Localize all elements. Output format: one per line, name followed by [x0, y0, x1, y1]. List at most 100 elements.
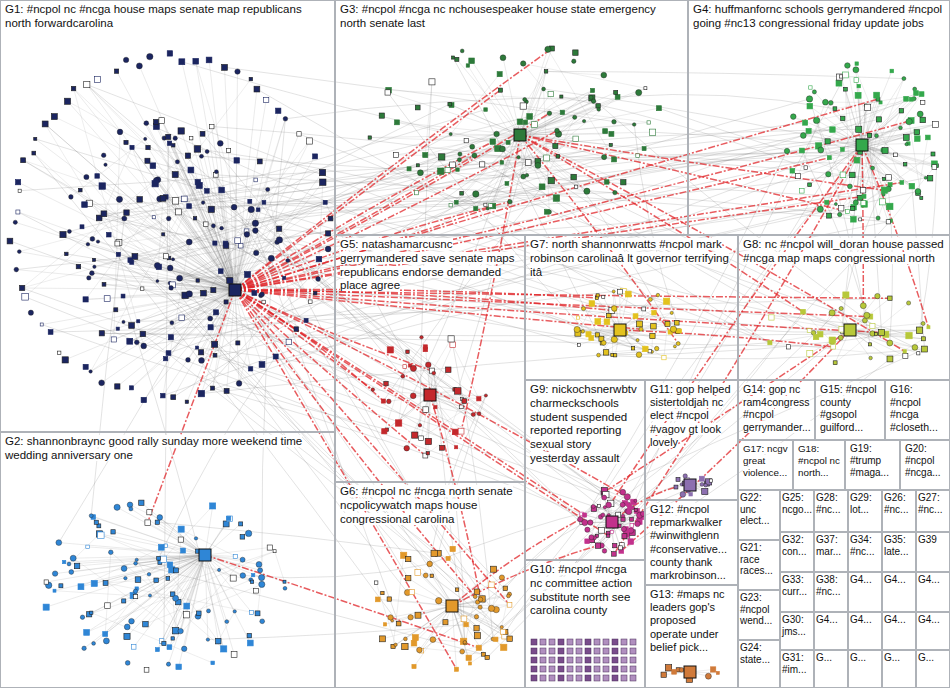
vertex-icon — [227, 148, 231, 152]
cross-edge — [102, 333, 833, 347]
vertex-icon — [221, 646, 227, 652]
vertex-icon — [829, 337, 836, 344]
vertex-dot — [907, 301, 911, 305]
edge-line — [111, 552, 224, 649]
vertex-icon — [65, 252, 69, 256]
vertex-icon — [651, 324, 657, 330]
vertex-icon — [497, 72, 502, 77]
vertex-icon — [127, 338, 133, 344]
vertex-icon — [637, 321, 643, 327]
vertex-icon — [415, 612, 421, 618]
vertex-dot — [602, 549, 607, 554]
vertex-icon — [80, 225, 84, 229]
vertex-dot — [136, 63, 142, 69]
vertex-icon — [319, 169, 325, 175]
vertex-icon — [323, 200, 327, 204]
edge-line — [157, 615, 186, 650]
vertex-icon — [605, 180, 610, 185]
vertex-icon — [86, 545, 90, 549]
vertex-dot — [207, 609, 211, 613]
vertex-dot — [670, 326, 676, 332]
edge-line — [862, 145, 878, 218]
vertex-icon — [904, 96, 909, 101]
vertex-icon — [406, 556, 411, 561]
vertex-dot — [240, 557, 245, 562]
cross-edge — [225, 67, 635, 124]
vertex-icon — [16, 180, 21, 185]
vertex-icon — [178, 526, 184, 532]
red-edge — [603, 330, 850, 493]
vertex-dot — [673, 345, 676, 348]
vertex-dot — [902, 77, 906, 81]
vertex-dot — [147, 573, 151, 577]
vertex-icon — [212, 341, 218, 347]
vertex-icon — [607, 313, 612, 318]
vertex-icon — [231, 652, 237, 658]
vertex-icon — [507, 636, 512, 641]
edge-line — [181, 606, 187, 631]
vertex-dot — [17, 250, 21, 254]
vertex-dot — [199, 358, 205, 364]
vertex-icon — [833, 361, 837, 365]
vertex-icon — [790, 168, 795, 173]
vertex-dot — [648, 297, 652, 301]
vertex-dot — [135, 558, 138, 561]
vertex-icon — [841, 148, 845, 152]
vertex-icon — [448, 336, 454, 342]
vertex-icon — [920, 197, 923, 200]
vertex-icon — [887, 203, 894, 210]
vertex-icon — [903, 354, 908, 359]
vertex-icon — [466, 655, 471, 660]
vertex-dot — [473, 595, 477, 599]
vertex-dot — [905, 143, 908, 146]
vertex-icon — [804, 166, 808, 170]
vertex-icon — [316, 256, 322, 262]
red-edge — [235, 290, 510, 605]
vertex-icon — [90, 611, 93, 614]
vertex-icon — [147, 510, 152, 515]
vertex-icon — [870, 323, 875, 328]
edge-line — [520, 93, 639, 135]
cross-edge — [202, 156, 861, 198]
vertex-icon — [506, 140, 510, 144]
vertex-dot — [860, 303, 866, 309]
vertex-icon — [548, 91, 553, 96]
vertex-dot — [404, 637, 408, 641]
vertex-icon — [505, 182, 509, 186]
vertex-icon — [618, 546, 622, 550]
vertex-icon — [556, 155, 560, 159]
edge-line — [105, 597, 135, 634]
vertex-icon — [157, 556, 161, 560]
vertex-dot — [611, 336, 617, 342]
vertex-dot — [14, 267, 19, 272]
vertex-dot — [286, 259, 290, 263]
vertex-dot — [620, 502, 625, 507]
cross-edge — [618, 94, 835, 108]
red-edge — [235, 158, 829, 290]
vertex-icon — [837, 74, 843, 80]
vertex-icon — [60, 232, 66, 238]
vertex-dot — [499, 575, 504, 580]
vertex-icon — [423, 153, 428, 158]
vertex-icon — [167, 562, 173, 568]
edge-line — [862, 145, 889, 189]
vertex-icon — [932, 165, 937, 170]
edge-line — [149, 512, 205, 555]
vertex-icon — [480, 162, 485, 167]
vertex-dot — [254, 250, 259, 255]
edge-line — [770, 343, 905, 356]
vertex-icon — [621, 180, 626, 185]
red-edge — [620, 330, 833, 347]
cross-edge — [104, 201, 510, 214]
vertex-icon — [596, 294, 599, 297]
vertex-icon — [460, 638, 466, 644]
vertex-icon — [874, 92, 880, 98]
vertex-icon — [517, 119, 523, 125]
vertex-icon — [116, 327, 119, 330]
vertex-dot — [632, 123, 636, 127]
cross-edge — [144, 209, 821, 346]
vertex-dot — [410, 365, 416, 371]
vertex-icon — [479, 596, 485, 602]
vertex-icon — [609, 143, 612, 146]
